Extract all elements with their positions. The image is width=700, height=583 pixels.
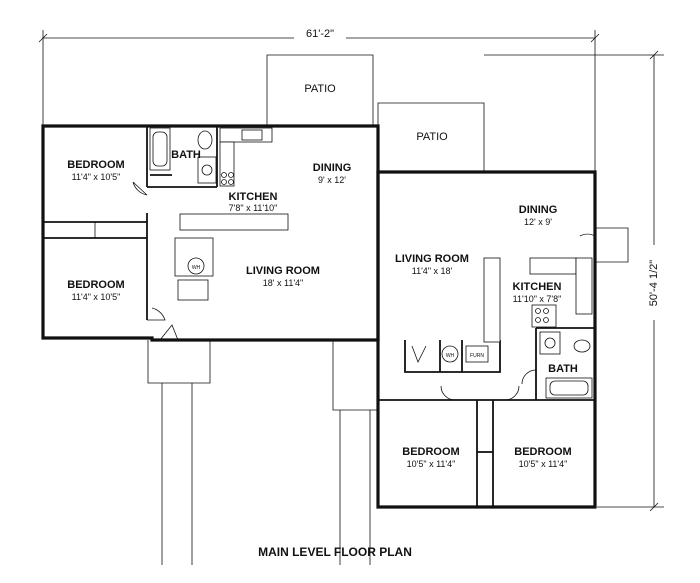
unit-a-dining-size: 9' x 12' [318, 175, 346, 185]
unit-a-walls [41, 124, 380, 342]
overall-width-dimension: 61'-2" [38, 27, 600, 172]
unit-b-bedroom-left-size: 10'5" x 11'4" [407, 459, 456, 469]
unit-b-furn-label: FURN [470, 353, 484, 359]
unit-a-bedroom-bottom-size: 11'4" x 10'5" [72, 292, 121, 302]
unit-b-kitchen-name: KITCHEN [513, 281, 562, 293]
walkways [147, 340, 378, 565]
unit-a-bedroom-bottom-name: BEDROOM [67, 279, 124, 291]
plan-title: MAIN LEVEL FLOOR PLAN [258, 545, 412, 559]
unit-a-bedroom-top-name: BEDROOM [67, 159, 124, 171]
unit-a-dining-name: DINING [313, 162, 352, 174]
unit-b-doors [411, 227, 629, 401]
unit-a-bath-fixtures [149, 127, 217, 184]
unit-b-bedroom-left-name: BEDROOM [402, 446, 459, 458]
unit-b-dining-size: 12' x 9' [524, 217, 552, 227]
unit-a-living-size: 18' x 11'4" [263, 278, 304, 288]
unit-b-living-size: 11'4" x 18' [412, 266, 453, 276]
unit-b-wh-label: WH [446, 353, 455, 359]
unit-a-kitchen-fixtures [219, 127, 273, 187]
unit-a-patio-label: PATIO [304, 83, 336, 95]
unit-a-kitchen-size: 7'8" x 11'10" [229, 203, 278, 213]
unit-a-bath-label: BATH [171, 149, 201, 161]
unit-b-bath-label: BATH [548, 363, 578, 375]
unit-a-bedroom-top-size: 11'4" x 10'5" [72, 172, 121, 182]
unit-b-kitchen-size: 11'10" x 7'8" [513, 294, 562, 304]
unit-b-dining-name: DINING [519, 204, 558, 216]
overall-width-label: 61'-2" [306, 28, 334, 40]
unit-b-bath-fixtures [539, 331, 593, 399]
unit-a-kitchen-name: KITCHEN [229, 191, 278, 203]
patio-a [266, 54, 374, 126]
overall-depth-dimension: 50'-4 1/2" [484, 50, 664, 512]
unit-b-walls [376, 170, 597, 509]
unit-a-wh-label: WH [192, 265, 201, 271]
unit-b-living-name: LIVING ROOM [395, 253, 469, 265]
unit-b-bedroom-right-size: 10'5" x 11'4" [519, 459, 568, 469]
unit-b-patio-label: PATIO [416, 131, 448, 143]
overall-depth-label: 50'-4 1/2" [648, 260, 660, 306]
unit-b-bedroom-right-name: BEDROOM [514, 446, 571, 458]
unit-a-living-name: LIVING ROOM [246, 265, 320, 277]
unit-a-doors [132, 181, 179, 341]
